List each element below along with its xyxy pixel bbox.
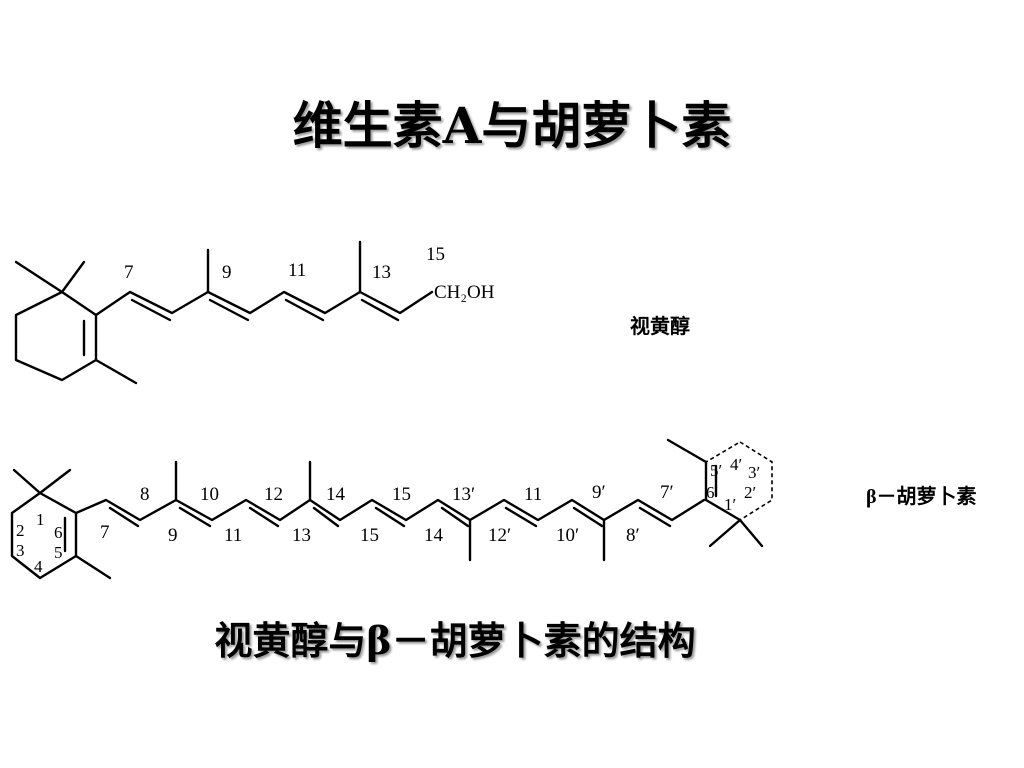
carotene-num-bot-14: 14 <box>424 525 444 546</box>
carotene-double-5 <box>374 506 406 528</box>
carotene-num-top-7p: 7′ <box>660 482 674 503</box>
carotene-right-ring-num-1p: 1′ <box>724 495 736 514</box>
retinol-group: CH₂OH <box>434 282 495 303</box>
carotene-double-1 <box>108 506 140 528</box>
carotene-double-8 <box>572 506 604 528</box>
carotene-left-ring-num-2: 2 <box>16 521 25 540</box>
retinol-chain <box>94 290 434 317</box>
carotene-num-bot-8p: 8′ <box>626 525 640 546</box>
retinol-ring-methyl <box>94 358 138 385</box>
carotene-num-bot-12p: 12′ <box>488 525 511 546</box>
retinol-chain-double-2 <box>208 298 250 322</box>
carotene-num-top-14: 14 <box>326 484 346 505</box>
carotene-num-bot-9: 9 <box>168 525 178 546</box>
carotene-num-top-11: 11 <box>524 484 542 505</box>
retinol-name: 视黄醇 <box>630 314 690 338</box>
carotene-double-2 <box>178 506 212 528</box>
carotene-left-methyl-a <box>12 468 42 495</box>
figure-caption: 视黄醇与β－胡萝卜素的结构 <box>214 618 696 663</box>
carotene-left-ring-methyl <box>74 554 112 580</box>
carotene-right-ring-num-3p: 3′ <box>748 463 760 482</box>
carotene-num-bot-10p: 10′ <box>556 525 579 546</box>
carotene-double-6 <box>440 506 470 528</box>
carotene-double-3 <box>248 506 280 528</box>
retinol-num-13: 13 <box>372 262 391 283</box>
retinol-chain-double-3 <box>284 298 325 322</box>
carotene-left-methyl-b <box>38 468 72 495</box>
retinol-num-9: 9 <box>222 262 232 283</box>
carotene-right-ring-methyl <box>666 438 708 464</box>
carotene-num-top-13p: 13′ <box>452 484 475 505</box>
carotene-num-bot-13: 13 <box>292 525 311 546</box>
carotene-left-ring-num-5: 5 <box>54 543 63 562</box>
carotene-structure: 8 10 12 14 15 13′ 11 9′ 7′ 7 9 11 13 15 … <box>10 438 773 580</box>
carotene-left-ring-num-3: 3 <box>16 541 25 560</box>
carotene-num-bot-11: 11 <box>224 525 242 546</box>
retinol-methyl-a <box>14 260 64 294</box>
retinol-chain-double-4 <box>360 298 400 322</box>
carotene-right-ring-num-2p: 2′ <box>744 483 756 502</box>
carotene-double-4 <box>312 506 340 528</box>
carotene-right-methyl-a <box>708 518 742 548</box>
carotene-double-9 <box>638 506 672 528</box>
carotene-right-ring-num-5p: 5′ <box>710 461 722 480</box>
carotene-right-ring-num-6p: 6′ <box>706 483 718 502</box>
carotene-left-ring-num-4: 4 <box>34 557 43 576</box>
carotene-num-top-10: 10 <box>200 484 219 505</box>
carotene-num-bot-15: 15 <box>360 525 379 546</box>
retinol-num-15: 15 <box>426 244 445 265</box>
carotene-left-ring-num-1: 1 <box>36 510 45 529</box>
carotene-num-top-15: 15 <box>392 484 411 505</box>
carotene-name: β－胡萝卜素 <box>866 484 977 508</box>
carotene-right-ring-num-4p: 4′ <box>730 455 742 474</box>
retinol-num-7: 7 <box>124 262 134 283</box>
retinol-num-11: 11 <box>288 260 306 281</box>
carotene-num-top-12: 12 <box>264 484 283 505</box>
slide-title: 维生素A与胡萝卜素 <box>292 96 732 155</box>
carotene-right-methyl-b <box>738 518 764 548</box>
retinol-structure: 7 9 11 13 15 CH₂OH <box>14 240 495 385</box>
carotene-chain <box>74 498 706 522</box>
carotene-right-ring-bond-b <box>704 498 742 522</box>
carotene-double-7 <box>504 506 538 528</box>
carotene-left-ring-num-6: 6 <box>54 523 63 542</box>
retinol-chain-double-1 <box>130 298 172 322</box>
carotene-num-top-9p: 9′ <box>592 482 606 503</box>
carotene-num-top-8: 8 <box>140 484 150 505</box>
carotene-num-bot-7: 7 <box>100 522 110 543</box>
retinol-methyl-b <box>60 260 86 294</box>
